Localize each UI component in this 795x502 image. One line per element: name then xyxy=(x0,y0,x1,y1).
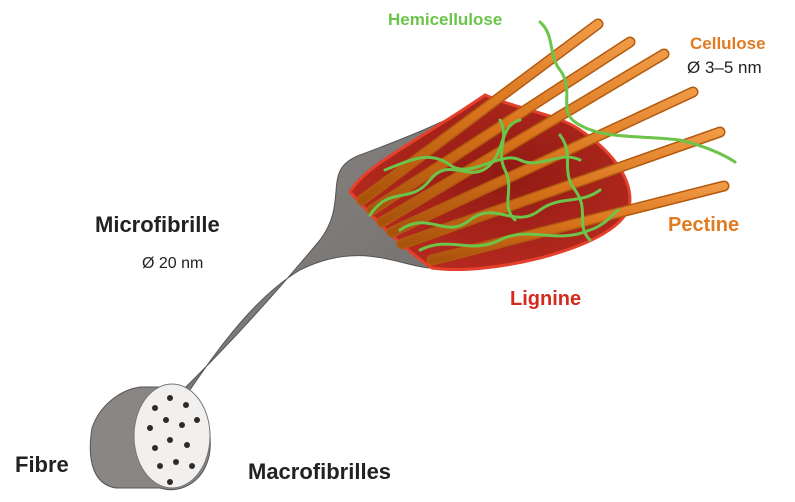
hemicellulose-label: Hemicellulose xyxy=(388,10,502,30)
pectine-label: Pectine xyxy=(668,214,739,237)
fibre-base xyxy=(90,384,210,490)
cellulose-diameter-label: Ø 3–5 nm xyxy=(687,58,762,78)
microfibrille-label: Microfibrille xyxy=(95,212,220,238)
microfibrille-diameter-label: Ø 20 nm xyxy=(142,255,203,273)
macrofibrilles-label: Macrofibrilles xyxy=(248,459,391,485)
cellulose-label: Cellulose xyxy=(690,34,766,54)
lignine-label: Lignine xyxy=(510,288,581,311)
fibre-label: Fibre xyxy=(15,452,69,478)
